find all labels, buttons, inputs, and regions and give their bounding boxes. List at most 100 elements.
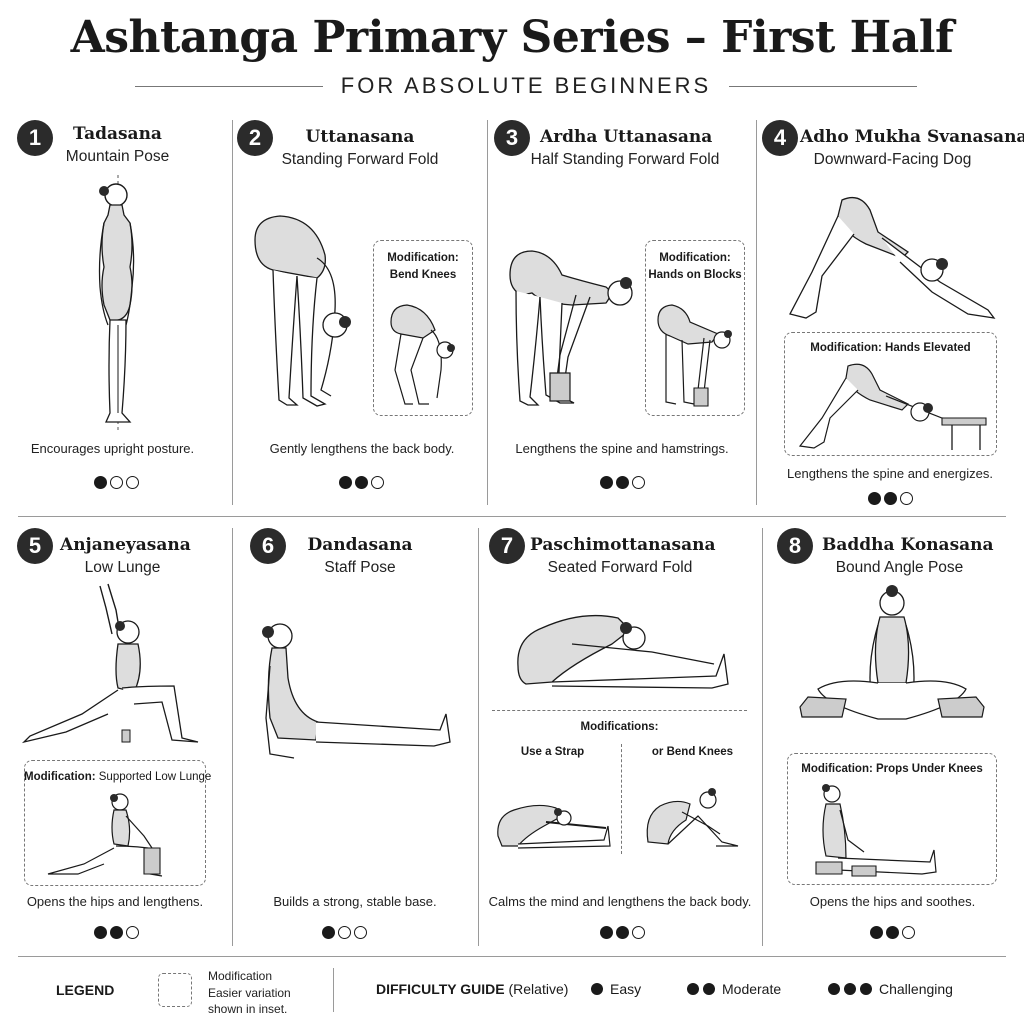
- difficulty-dot-empty: [110, 476, 123, 489]
- difficulty-dots: [339, 476, 384, 489]
- pose-description: Opens the hips and lengthens.: [26, 894, 204, 909]
- difficulty-dot-filled: [355, 476, 368, 489]
- downward-dog-figure: [782, 192, 997, 322]
- difficulty-dot-filled: [868, 492, 881, 505]
- difficulty-dot-filled: [339, 476, 352, 489]
- pose-number-badge: 4: [762, 120, 798, 156]
- uttanasana-bent-knees-figure: [383, 300, 455, 410]
- difficulty-dot-filled: [94, 476, 107, 489]
- pose-number-badge: 2: [237, 120, 273, 156]
- low-lunge-figure: [22, 582, 202, 747]
- pose-sanskrit-name: Paschimottanasana: [530, 535, 716, 555]
- pose-english-name: Low Lunge: [84, 559, 161, 576]
- pose-english-name: Staff Pose: [324, 559, 396, 576]
- page-title: Ashtanga Primary Series – First Half: [70, 12, 954, 63]
- pose-description: Gently lengthens the back body.: [269, 441, 455, 456]
- pose-sanskrit-name: Dandasana: [307, 535, 413, 555]
- modification-label: Modification: Supported Low Lunge: [24, 771, 212, 783]
- difficulty-moderate: Moderate: [687, 981, 781, 997]
- difficulty-dot-empty: [126, 476, 139, 489]
- pose-number-badge: 8: [777, 528, 813, 564]
- modification-option-bend-knees: or Bend Knees: [651, 746, 734, 758]
- difficulty-dots: [868, 492, 913, 505]
- col-divider: [487, 120, 488, 505]
- col-divider: [232, 120, 233, 505]
- difficulty-guide-title: DIFFICULTY GUIDE (Relative): [376, 981, 569, 997]
- modifications-divider: [492, 710, 747, 711]
- paschimottanasana-figure: [512, 604, 732, 692]
- difficulty-dot-filled: [110, 926, 123, 939]
- pose-sanskrit-name: Baddha Konasana: [822, 535, 994, 555]
- legend-divider: [18, 956, 1006, 957]
- pose-description: Encourages upright posture.: [30, 441, 195, 456]
- modification-label: Modification: Props Under Knees: [801, 763, 983, 775]
- difficulty-dot-filled: [870, 926, 883, 939]
- pose-english-name: Bound Angle Pose: [835, 559, 964, 576]
- difficulty-dot-empty: [338, 926, 351, 939]
- modification-label: Modification: Bend Knees: [387, 252, 459, 281]
- difficulty-dots: [94, 476, 139, 489]
- dandasana-figure: [262, 618, 454, 763]
- baddha-konasana-figure: [798, 585, 988, 730]
- pose-number-badge: 5: [17, 528, 53, 564]
- pose-description: Builds a strong, stable base.: [273, 894, 437, 909]
- difficulty-dot-empty: [371, 476, 384, 489]
- pose-english-name: Half Standing Forward Fold: [530, 151, 720, 168]
- col-divider: [762, 528, 763, 946]
- difficulty-dot-filled: [600, 926, 613, 939]
- difficulty-dot-empty: [632, 476, 645, 489]
- pose-number-badge: 7: [489, 528, 525, 564]
- legend-separator: [333, 968, 334, 1012]
- difficulty-dots: [322, 926, 367, 939]
- legend-modification-swatch: [158, 973, 192, 1007]
- pose-english-name: Seated Forward Fold: [547, 559, 693, 576]
- pose-sanskrit-name: Uttanasana: [305, 127, 415, 147]
- supported-low-lunge-figure: [44, 790, 184, 880]
- difficulty-dot-filled: [322, 926, 335, 939]
- pose-english-name: Mountain Pose: [65, 148, 170, 165]
- difficulty-dot-filled: [886, 926, 899, 939]
- difficulty-dots: [600, 926, 645, 939]
- tadasana-figure: [60, 175, 180, 430]
- downward-dog-elevated-figure: [792, 360, 992, 452]
- pose-sanskrit-name: Adho Mukha Svanasana: [800, 127, 1024, 147]
- difficulty-dot-filled: [94, 926, 107, 939]
- modifications-split: [621, 744, 622, 854]
- pose-sanskrit-name: Ardha Uttanasana: [540, 127, 713, 147]
- bent-knees-forward-fold-figure: [642, 788, 742, 850]
- page-subtitle: FOR ABSOLUTE BEGINNERS: [340, 73, 712, 98]
- pose-description: Opens the hips and soothes.: [809, 894, 976, 909]
- difficulty-dot-empty: [126, 926, 139, 939]
- pose-sanskrit-name: Tadasana: [73, 124, 162, 144]
- pose-description: Calms the mind and lengthens the back bo…: [488, 894, 752, 909]
- pose-sanskrit-name: Anjaneyasana: [60, 535, 191, 555]
- difficulty-dot-empty: [902, 926, 915, 939]
- difficulty-dot-empty: [632, 926, 645, 939]
- baddha-konasana-props-figure: [812, 784, 942, 880]
- difficulty-dots: [94, 926, 139, 939]
- difficulty-dot-filled: [884, 492, 897, 505]
- difficulty-dot-empty: [354, 926, 367, 939]
- uttanasana-figure: [245, 210, 351, 410]
- modification-option-strap: Use a Strap: [520, 746, 585, 758]
- difficulty-dot-empty: [900, 492, 913, 505]
- difficulty-challenging: Challenging: [828, 981, 953, 997]
- pose-description: Lengthens the spine and energizes.: [787, 466, 993, 481]
- difficulty-dot-filled: [616, 476, 629, 489]
- modification-label: Modification: Hands on Blocks: [648, 252, 742, 281]
- col-divider: [756, 120, 757, 505]
- modifications-title: Modifications:: [580, 721, 659, 733]
- legend-bar: LEGEND Modification Easier variation sho…: [18, 956, 1006, 1018]
- difficulty-easy: Easy: [591, 981, 641, 997]
- ardha-uttanasana-figure: [502, 245, 642, 410]
- pose-description: Lengthens the spine and hamstrings.: [515, 441, 729, 456]
- subtitle-rule-right: [729, 85, 917, 87]
- difficulty-dot-filled: [616, 926, 629, 939]
- ardha-uttanasana-blocks-figure: [652, 300, 732, 410]
- row-divider: [18, 516, 1006, 517]
- subtitle-row: FOR ABSOLUTE BEGINNERS: [135, 72, 917, 100]
- legend-title: LEGEND: [56, 982, 115, 998]
- col-divider: [478, 528, 479, 946]
- pose-english-name: Downward-Facing Dog: [813, 151, 972, 168]
- modification-label: Modification: Hands Elevated: [810, 342, 971, 354]
